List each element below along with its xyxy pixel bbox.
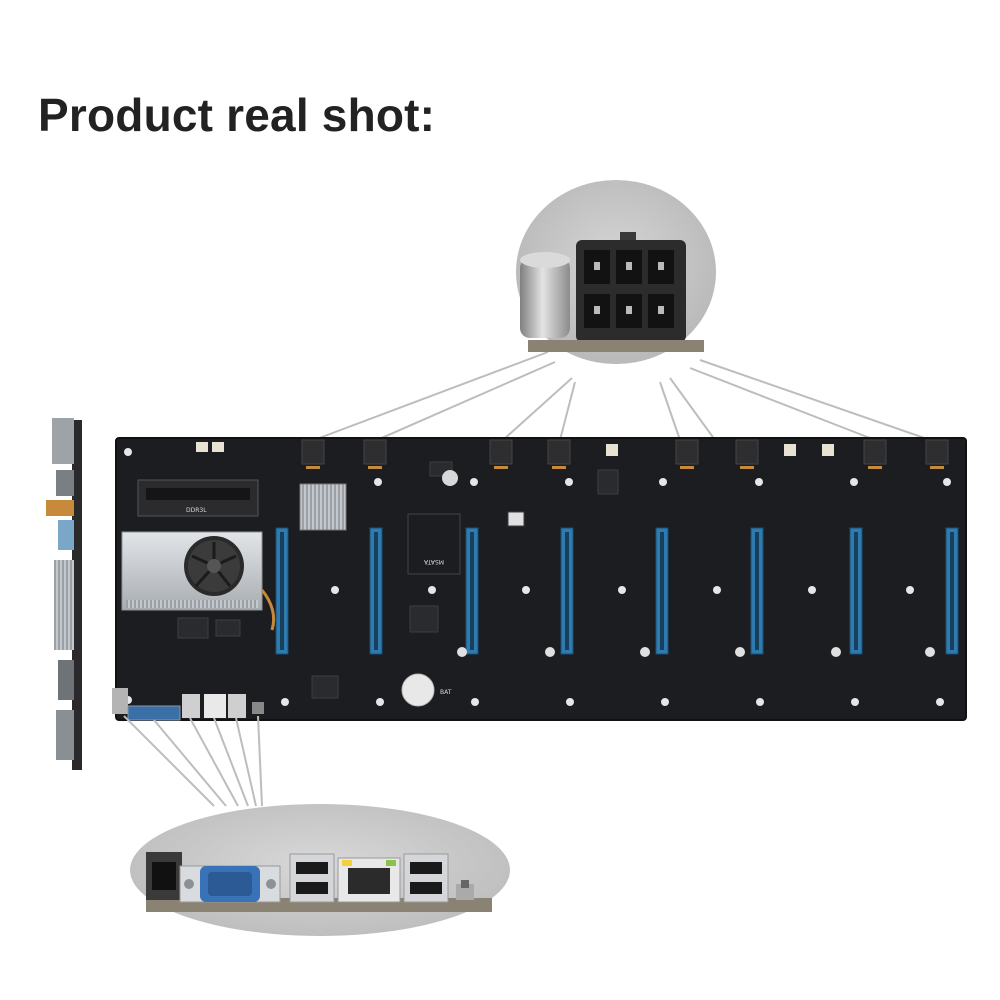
board-side-view (46, 418, 82, 770)
bottom-callout-lines (123, 715, 263, 807)
motherboard: DDR3L (112, 437, 967, 721)
rear-io-zoom-callout (130, 804, 510, 936)
chipset-heatsink (299, 483, 347, 531)
capacitor (520, 258, 570, 338)
page-headline: Product real shot: (38, 89, 436, 141)
battery-label: BAT (440, 689, 452, 696)
mounting-holes (124, 448, 951, 706)
6-pin-pcie-power-icon (576, 232, 686, 342)
vga-port-icon (179, 865, 281, 903)
cmos-battery: BAT (401, 673, 452, 707)
msata-slot: MSATA (407, 513, 461, 575)
rear-io-on-board (112, 688, 264, 721)
pcie-power-connector (925, 439, 949, 465)
pcie-power-connector (735, 439, 759, 465)
msata-label: MSATA (423, 558, 444, 565)
pcie-power-connector (547, 439, 571, 465)
power-connectors (301, 439, 949, 465)
top-callout-lines (313, 351, 931, 441)
pcie-power-connector (675, 439, 699, 465)
memory-slot: DDR3L (137, 479, 259, 517)
dimm-label: DDR3L (186, 507, 207, 514)
pcie-power-connector (489, 439, 513, 465)
usb-port-icon (403, 853, 449, 903)
ethernet-port-icon (337, 857, 401, 903)
power-connector-zoom-callout (516, 180, 716, 364)
power-switch-icon (456, 880, 474, 900)
usb-port-icon (289, 853, 335, 903)
pcie-power-connector (863, 439, 887, 465)
fan-icon (184, 536, 244, 596)
pcie-power-connector (301, 439, 325, 465)
pcie-power-connector (363, 439, 387, 465)
cpu-heatsink (121, 531, 263, 611)
hdmi-port-icon (146, 852, 182, 900)
